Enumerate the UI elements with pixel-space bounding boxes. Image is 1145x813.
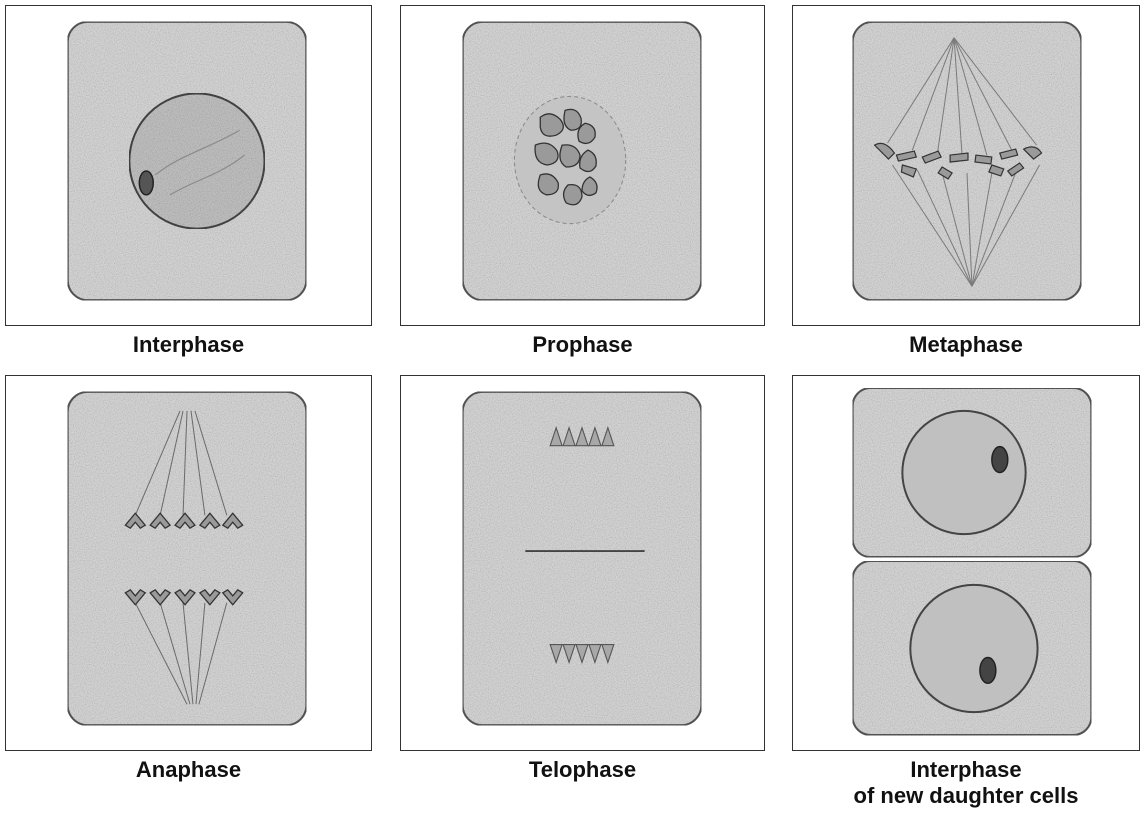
nucleolus [139, 171, 153, 195]
telophase-cell-diagram [401, 376, 764, 750]
prophase-cell-diagram [401, 6, 764, 325]
metaphase-cell-diagram [793, 6, 1139, 325]
label-daughter-cells-line1: Interphase [792, 757, 1140, 783]
label-daughter-cells: Interphase of new daughter cells [792, 757, 1140, 809]
daughter-cells-diagram [793, 376, 1139, 750]
nucleolus-bottom [980, 657, 996, 683]
cell-body [68, 392, 307, 725]
label-telophase: Telophase [400, 757, 765, 783]
label-metaphase: Metaphase [792, 332, 1140, 358]
label-interphase: Interphase [5, 332, 372, 358]
condensed-chromosomes [535, 109, 597, 204]
nucleus-bottom [910, 585, 1037, 712]
label-prophase: Prophase [400, 332, 765, 358]
panel-metaphase [792, 5, 1140, 326]
interphase-cell-diagram [6, 6, 371, 325]
label-anaphase: Anaphase [5, 757, 372, 783]
panel-daughter-cells [792, 375, 1140, 751]
label-daughter-cells-line2: of new daughter cells [792, 783, 1140, 809]
panel-interphase [5, 5, 372, 326]
nucleus-top [902, 411, 1025, 534]
panel-prophase [400, 5, 765, 326]
panel-telophase [400, 375, 765, 751]
panel-anaphase [5, 375, 372, 751]
nucleus [129, 93, 264, 228]
nucleolus-top [992, 447, 1008, 473]
anaphase-cell-diagram [6, 376, 371, 750]
